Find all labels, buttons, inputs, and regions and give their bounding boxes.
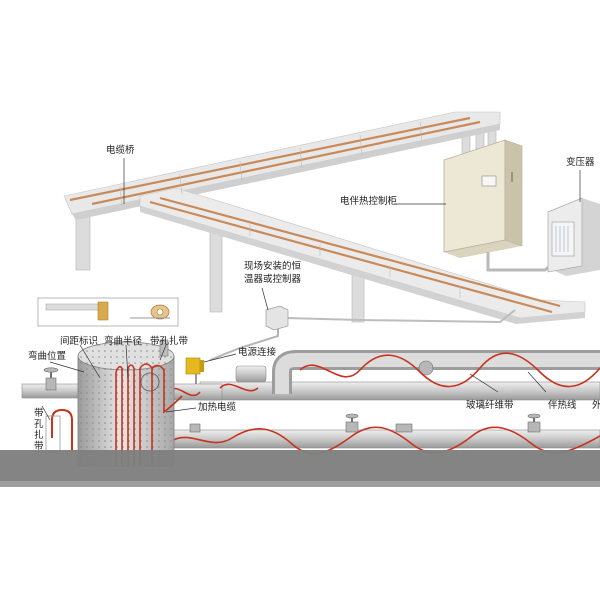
pipe-system xyxy=(21,350,600,449)
left-u-detail xyxy=(45,408,73,453)
tray-cables xyxy=(69,116,561,314)
label-hole-tie-band: 带孔扎带 xyxy=(150,336,189,347)
label-cut-off-left-3: 扎 xyxy=(34,430,44,441)
valves xyxy=(43,360,541,433)
gray-overlay-band xyxy=(0,450,600,481)
label-transformer: 变压器 xyxy=(566,157,595,168)
label-bend-position: 弯曲位置 xyxy=(28,351,67,362)
label-trace-line: 伴热线 xyxy=(548,400,577,411)
leader-lines xyxy=(41,158,581,421)
label-heating-cable: 加热电缆 xyxy=(198,402,237,413)
label-cut-off-right: 外 xyxy=(592,400,600,411)
label-spacing-mark: 间距标识 xyxy=(60,336,99,347)
transformer xyxy=(547,197,600,276)
label-thermostat-line2: 温器或控制器 xyxy=(244,274,302,285)
label-cut-off-left-1: 带 xyxy=(34,408,44,419)
label-bend-radius: 弯曲半径 xyxy=(104,336,143,347)
gray-overlay-band-lower xyxy=(0,481,600,487)
label-cable-tray: 电缆桥 xyxy=(106,145,135,156)
label-heat-trace-cabinet: 电伴热控制柜 xyxy=(340,196,398,207)
label-cut-off-left-4: 带 xyxy=(34,441,44,452)
label-glass-fiber-tape: 玻璃纤维带 xyxy=(466,400,514,411)
label-power-connection: 电源连接 xyxy=(238,347,277,358)
heat-trace-cabinet xyxy=(443,139,561,272)
tank xyxy=(77,339,183,467)
label-thermostat-line1: 现场安装的恒 xyxy=(244,261,302,272)
label-cut-off-left-2: 孔 xyxy=(34,419,44,430)
field-thermostat xyxy=(209,305,516,361)
detail-inset xyxy=(37,297,179,327)
